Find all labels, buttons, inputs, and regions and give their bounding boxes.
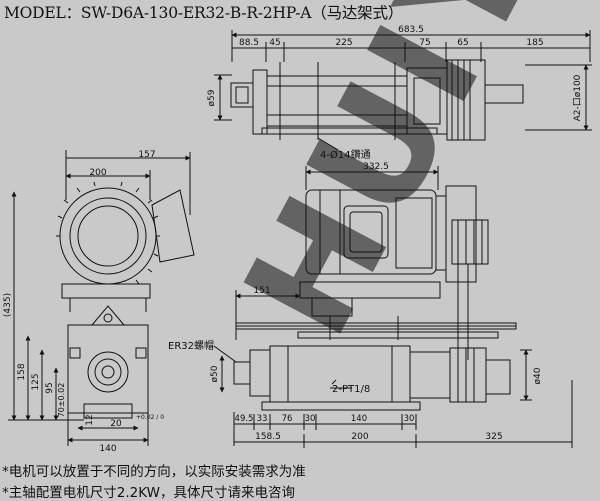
top-view (214, 30, 592, 151)
dim-side-325: 325 (485, 432, 502, 442)
dim-side-49-5: 49.5 (235, 414, 254, 424)
note-motor-orientation: *电机可以放置于不同的方向，以实际安装需求为准 (2, 464, 306, 480)
dim-height-158: 158 (17, 363, 27, 380)
dim-height-70: 70±0.02 (57, 383, 66, 418)
dim-offset-151: 151 (253, 286, 270, 296)
model-title: MODEL：SW-D6A-130-ER32-B-R-2HP-A（马达架式） (4, 4, 404, 22)
dim-bottom-140: 140 (99, 444, 116, 454)
dim-dia-59: ø59 (207, 89, 217, 106)
dim-motor-length: 332.5 (363, 162, 389, 172)
port-label: 2-PT1/8 (332, 384, 370, 395)
dim-side-158-5: 158.5 (255, 432, 281, 442)
dim-side-30a: 30 (305, 414, 316, 424)
dim-front-12: 12 (85, 414, 95, 425)
dim-segment-1: 88.5 (239, 38, 259, 48)
dim-segment-3: 225 (335, 38, 352, 48)
dim-side-140: 140 (351, 414, 367, 424)
dim-segment-6: 185 (526, 38, 543, 48)
dim-side-76: 76 (282, 414, 293, 424)
side-view (213, 166, 573, 448)
dim-height-95: 95 (45, 382, 55, 393)
dim-segment-2: 45 (269, 38, 280, 48)
dim-overall-length: 683.5 (398, 25, 424, 35)
dim-side-30b: 30 (404, 414, 415, 424)
collet-nut-label: ER32螺帽 (168, 339, 214, 352)
dim-slot-tolerance: +0.02 / 0 (136, 414, 164, 421)
dim-segment-4: 75 (419, 38, 430, 48)
front-view (8, 150, 195, 446)
dim-dia-100: A2-口ø100 (573, 74, 583, 121)
watermark: HUIYU (212, 0, 600, 363)
dim-front-width: 200 (89, 168, 106, 178)
holes-label: 4-Ø14鑽通 (320, 148, 371, 161)
dim-dia-40: ø40 (533, 367, 543, 384)
dim-slot-20: 20 (110, 419, 122, 429)
dim-dia-50: ø50 (210, 365, 220, 382)
dim-height-125: 125 (31, 373, 41, 390)
dim-side-200: 200 (351, 432, 368, 442)
dim-side-33: 33 (257, 414, 268, 424)
dim-front-offset: 157 (138, 150, 155, 160)
dim-total-height: (435) (3, 293, 13, 317)
dim-segment-5: 65 (457, 38, 468, 48)
note-motor-size: *主轴配置电机尺寸2.2KW，具体尺寸请来电咨询 (2, 485, 295, 501)
